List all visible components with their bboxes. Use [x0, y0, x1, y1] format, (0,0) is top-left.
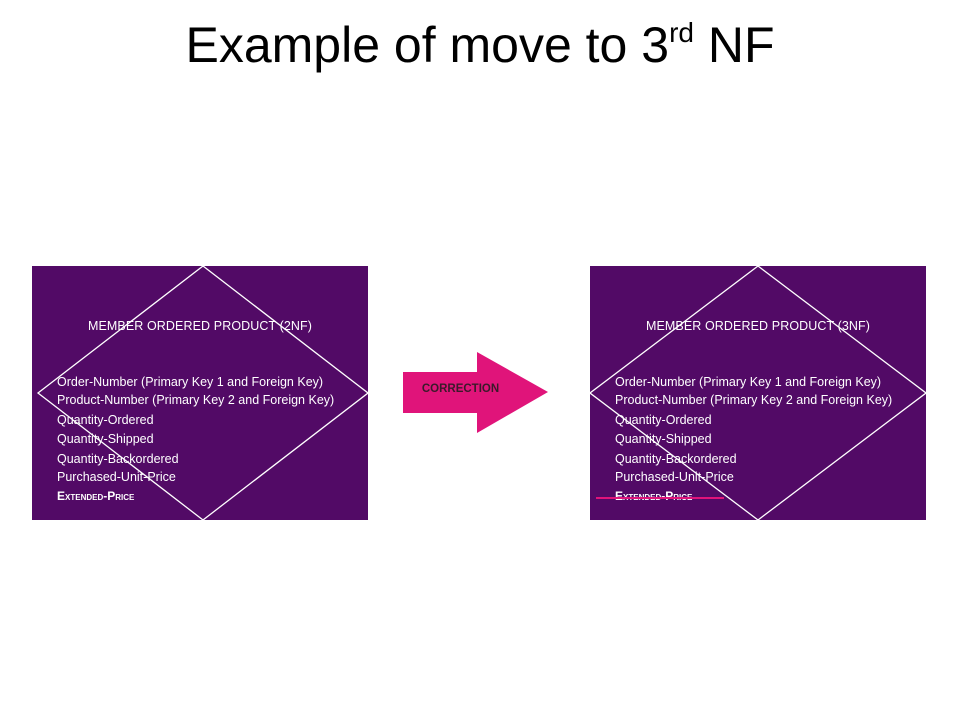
attribute-quantity-backordered: Quantity-Backordered — [57, 452, 179, 466]
entity-2nf: MEMBER ORDERED PRODUCT (2NF) Order-Numbe… — [32, 266, 368, 520]
attribute-quantity-ordered: Quantity-Ordered — [57, 413, 154, 427]
diamond-shape — [590, 266, 926, 520]
attribute-order-number: Order-Number (Primary Key 1 and Foreign … — [57, 375, 324, 389]
attribute-order-number: Order-Number (Primary Key 1 and Foreign … — [615, 375, 882, 389]
entity-3nf: MEMBER ORDERED PRODUCT (3NF) Order-Numbe… — [590, 266, 926, 520]
attribute-quantity-ordered: Quantity-Ordered — [615, 413, 712, 427]
attribute-quantity-shipped: Quantity-Shipped — [57, 432, 154, 446]
correction-arrow: CORRECTION — [403, 352, 548, 433]
slide-title-end: NF — [693, 17, 775, 73]
slide-title-superscript: rd — [669, 17, 694, 48]
entity-2nf-title: MEMBER ORDERED PRODUCT (2NF) — [87, 319, 313, 333]
attribute-extended-price: Extended-Price — [57, 489, 135, 503]
slide-title-main: Example of move to 3 — [185, 17, 670, 73]
attribute-quantity-shipped: Quantity-Shipped — [615, 432, 712, 446]
diamond-shape — [36, 266, 368, 520]
strikethrough-line — [596, 497, 724, 499]
attribute-extended-price: Extended-Price — [615, 489, 693, 503]
attribute-product-number: Product-Number (Primary Key 2 and Foreig… — [615, 393, 893, 407]
attribute-purchased-unit-price: Purchased-Unit-Price — [615, 470, 734, 484]
correction-label: CORRECTION — [421, 383, 500, 395]
slide-title: Example of move to 3rd NF — [0, 14, 960, 76]
entity-3nf-title: MEMBER ORDERED PRODUCT (3NF) — [645, 319, 871, 333]
attribute-product-number: Product-Number (Primary Key 2 and Foreig… — [57, 393, 335, 407]
attribute-purchased-unit-price: Purchased-Unit-Price — [57, 470, 176, 484]
attribute-quantity-backordered: Quantity-Backordered — [615, 452, 737, 466]
arrow-shape — [403, 352, 548, 433]
